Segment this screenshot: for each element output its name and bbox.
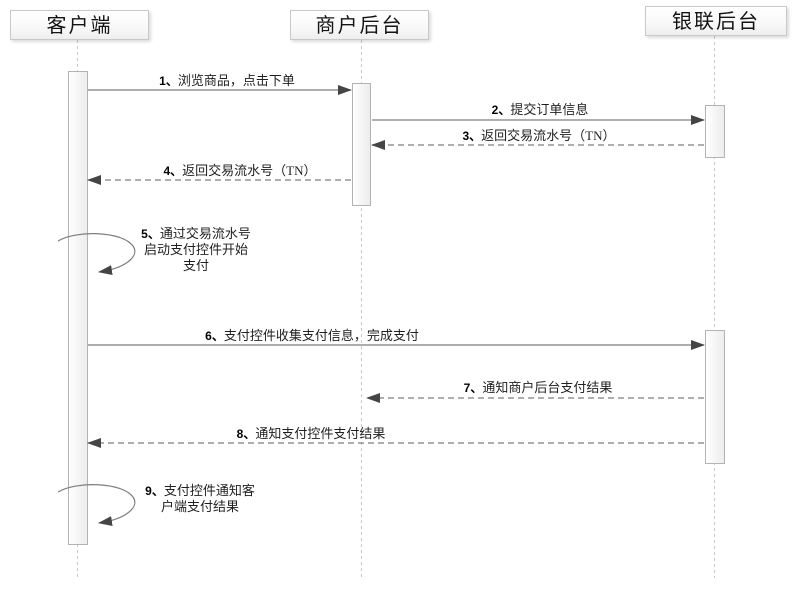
message-2-text: 提交订单信息 xyxy=(510,102,589,117)
message-2-number: 2、 xyxy=(491,103,511,117)
message-1-text: 浏览商品，点击下单 xyxy=(177,73,295,88)
message-9-label: 9、支付控件通知客户端支付结果 xyxy=(144,483,256,515)
activation-unionpay-2 xyxy=(705,330,725,464)
message-7-label: 7、通知商户后台支付结果 xyxy=(408,380,668,396)
message-5-number: 5、 xyxy=(141,227,160,241)
message-3-text: 返回交易流水号（TN） xyxy=(481,128,616,143)
message-5-text: 通过交易流水号启动支付控件开始支付 xyxy=(143,226,251,273)
message-8-number: 8、 xyxy=(236,427,256,441)
message-4-text: 返回交易流水号（TN） xyxy=(182,163,317,178)
message-1-number: 1、 xyxy=(159,74,178,88)
message-9-self-arrow xyxy=(57,484,136,527)
actor-box-merchant: 商户后台 xyxy=(290,10,429,40)
actor-box-client: 客户端 xyxy=(10,10,149,40)
message-5-label: 5、通过交易流水号启动支付控件开始支付 xyxy=(138,226,254,274)
message-8-text: 通知支付控件支付结果 xyxy=(255,426,386,441)
message-4-number: 4、 xyxy=(163,164,183,178)
message-2-label: 2、提交订单信息 xyxy=(410,102,670,118)
message-6-number: 6、 xyxy=(205,329,224,343)
message-3-number: 3、 xyxy=(462,129,482,143)
message-9-number: 9、 xyxy=(145,484,164,498)
message-3-label: 3、返回交易流水号（TN） xyxy=(409,128,669,144)
activation-merchant xyxy=(352,83,371,206)
message-6-label: 6、支付控件收集支付信息，完成支付 xyxy=(182,328,442,344)
message-5-self-arrow xyxy=(57,233,136,276)
message-1-label: 1、浏览商品，点击下单 xyxy=(97,73,357,89)
message-6-text: 支付控件收集支付信息，完成支付 xyxy=(223,328,419,343)
activation-unionpay-1 xyxy=(705,105,725,158)
message-8-label: 8、通知支付控件支付结果 xyxy=(181,426,441,442)
activation-client xyxy=(68,71,88,545)
message-4-label: 4、返回交易流水号（TN） xyxy=(110,163,370,179)
actor-box-unionpay: 银联后台 xyxy=(645,6,787,36)
message-9-text: 支付控件通知客户端支付结果 xyxy=(160,483,255,514)
message-7-number: 7、 xyxy=(463,381,483,395)
message-7-text: 通知商户后台支付结果 xyxy=(482,380,613,395)
